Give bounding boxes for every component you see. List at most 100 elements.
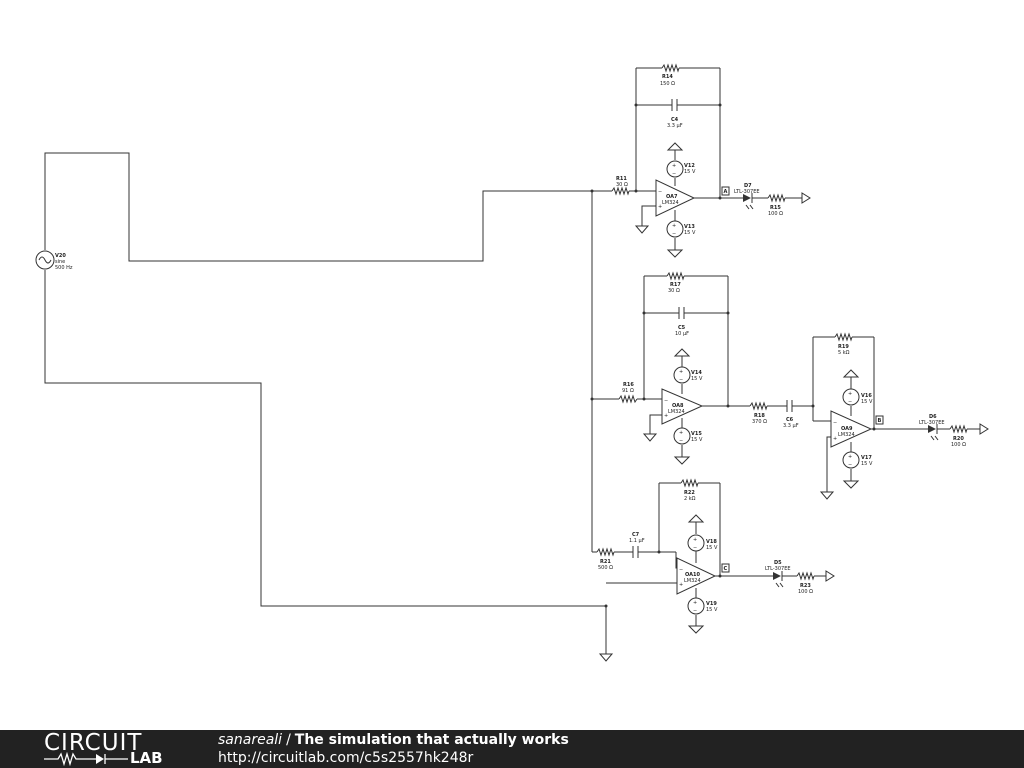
author-link[interactable]: sanareali <box>218 732 283 748</box>
logo-text-top: CIRCUIT <box>44 730 143 756</box>
d5-name: D5 <box>774 560 782 566</box>
circuitlab-logo[interactable]: CIRCUIT LAB <box>44 731 184 767</box>
oa8-name: OA8 <box>672 403 684 409</box>
c4-name: C4 <box>671 117 679 123</box>
opamp-oa9[interactable]: − + OA9 LM324 <box>830 410 873 448</box>
resistor-r22[interactable]: R22 2 kΩ <box>680 478 699 502</box>
oa8-value: LM324 <box>668 409 685 415</box>
r22-name: R22 <box>684 490 695 496</box>
r23-name: R23 <box>800 583 811 589</box>
r22-value: 2 kΩ <box>684 496 696 502</box>
v19-name: V19 <box>706 601 717 607</box>
capacitor-c6[interactable]: C6 3.3 µF <box>783 400 799 429</box>
svg-text:−: − <box>658 189 662 195</box>
opamp-oa7[interactable]: − + OA7 LM324 <box>655 179 696 217</box>
voltage-source-v17[interactable]: + − V17 15 V <box>842 451 873 489</box>
svg-text:+: + <box>664 413 668 419</box>
svg-text:−: − <box>672 171 676 177</box>
node-label-c[interactable]: C <box>721 563 730 573</box>
resistor-r20[interactable]: R20 100 Ω <box>949 424 968 448</box>
svg-text:+: + <box>833 436 837 442</box>
resistor-r21[interactable]: R21 500 Ω <box>596 547 615 571</box>
resistor-r19[interactable]: R19 5 kΩ <box>834 332 853 356</box>
circuit-title: The simulation that actually works <box>294 732 569 748</box>
oa9-name: OA9 <box>841 426 853 432</box>
svg-text:+: + <box>693 600 697 606</box>
v13-value: 15 V <box>684 230 696 236</box>
resistor-r23[interactable]: R23 100 Ω <box>796 571 815 595</box>
r17-value: 30 Ω <box>668 288 680 294</box>
d6-name: D6 <box>929 414 937 420</box>
svg-text:+: + <box>848 391 852 397</box>
circuit-title-line: sanareali/The simulation that actually w… <box>218 731 569 749</box>
voltage-source-v18[interactable]: + − V18 15 V <box>687 514 718 552</box>
footer-bar: CIRCUIT LAB sanareali/The simulation tha… <box>0 730 1024 768</box>
voltage-source-v14[interactable]: + − V14 15 V <box>673 348 703 384</box>
v20-value: 500 Hz <box>55 265 73 271</box>
r11-name: R11 <box>616 176 627 182</box>
node-label-a[interactable]: A <box>721 186 730 196</box>
svg-text:−: − <box>848 462 852 468</box>
oa9-value: LM324 <box>838 432 855 438</box>
led-d7[interactable]: D7 LTL-307EE <box>734 183 760 210</box>
voltage-source-v16[interactable]: + − V16 15 V <box>842 369 873 406</box>
r14-value: 150 Ω <box>660 81 675 87</box>
opamp-oa10[interactable]: − + OA10 LM324 <box>676 557 717 595</box>
svg-text:+: + <box>679 430 683 436</box>
circuit-url-link[interactable]: http://circuitlab.com/c5s2557hk248r <box>218 750 474 766</box>
voltage-source-v12[interactable]: + − V12 15 V <box>666 142 696 178</box>
capacitor-c5[interactable]: C5 10 µF <box>675 307 689 337</box>
resistor-r16[interactable]: R16 91 Ω <box>618 382 638 404</box>
v18-value: 15 V <box>706 545 718 551</box>
v20-type: sine <box>55 259 65 265</box>
r16-name: R16 <box>623 382 634 388</box>
voltage-source-v15[interactable]: + − V15 15 V <box>673 427 703 465</box>
led-d5[interactable]: D5 LTL-307EE <box>765 560 791 588</box>
d5-value: LTL-307EE <box>765 566 791 572</box>
v13-name: V13 <box>684 224 695 230</box>
svg-text:−: − <box>672 231 676 237</box>
resistor-r11[interactable]: R11 30 Ω <box>611 176 630 196</box>
svg-text:+: + <box>679 582 683 588</box>
node-label-b[interactable]: B <box>875 415 884 425</box>
r20-value: 100 Ω <box>951 442 966 448</box>
oa10-name: OA10 <box>685 572 700 578</box>
svg-text:+: + <box>693 537 697 543</box>
v17-value: 15 V <box>861 461 873 467</box>
opamp-oa8[interactable]: − + OA8 LM324 <box>661 388 704 425</box>
svg-text:−: − <box>693 608 697 614</box>
c6-value: 3.3 µF <box>783 423 799 429</box>
c5-value: 10 µF <box>675 331 689 337</box>
d7-value: LTL-307EE <box>734 189 760 195</box>
v14-value: 15 V <box>691 376 703 382</box>
c7-name: C7 <box>632 532 640 538</box>
logo-text-bottom: LAB <box>130 749 163 767</box>
oa10-value: LM324 <box>684 578 701 584</box>
r21-name: R21 <box>600 559 611 565</box>
resistor-r15[interactable]: R15 100 Ω <box>767 193 786 217</box>
v16-value: 15 V <box>861 399 873 405</box>
resistor-r17[interactable]: R17 30 Ω <box>666 271 685 294</box>
node-c-text: C <box>724 566 728 572</box>
capacitor-c4[interactable]: C4 3.3 µF <box>667 99 683 129</box>
c6-name: C6 <box>786 417 794 423</box>
resistor-r18[interactable]: R18 370 Ω <box>749 401 768 425</box>
r18-name: R18 <box>754 413 765 419</box>
voltage-source-v13[interactable]: + − V13 15 V <box>666 220 696 258</box>
v19-value: 15 V <box>706 607 718 613</box>
voltage-source-v19[interactable]: + − V19 15 V <box>687 597 718 634</box>
capacitor-c7[interactable]: C7 1.1 µF <box>629 532 645 558</box>
voltage-source-v20[interactable]: V20 sine 500 Hz <box>35 250 73 271</box>
svg-text:+: + <box>658 204 662 210</box>
led-d6[interactable]: D6 LTL-307EE <box>919 414 945 441</box>
c7-value: 1.1 µF <box>629 538 645 544</box>
logo-wave-icon <box>44 752 128 766</box>
svg-text:−: − <box>833 420 837 426</box>
svg-text:+: + <box>672 163 676 169</box>
r19-value: 5 kΩ <box>838 350 850 356</box>
svg-text:−: − <box>679 567 683 573</box>
oa7-name: OA7 <box>666 194 678 200</box>
v12-value: 15 V <box>684 169 696 175</box>
resistor-r14[interactable]: R14 150 Ω <box>660 63 680 87</box>
schematic-canvas: V20 sine 500 Hz R14 150 Ω C4 3.3 µF + − … <box>35 63 989 662</box>
